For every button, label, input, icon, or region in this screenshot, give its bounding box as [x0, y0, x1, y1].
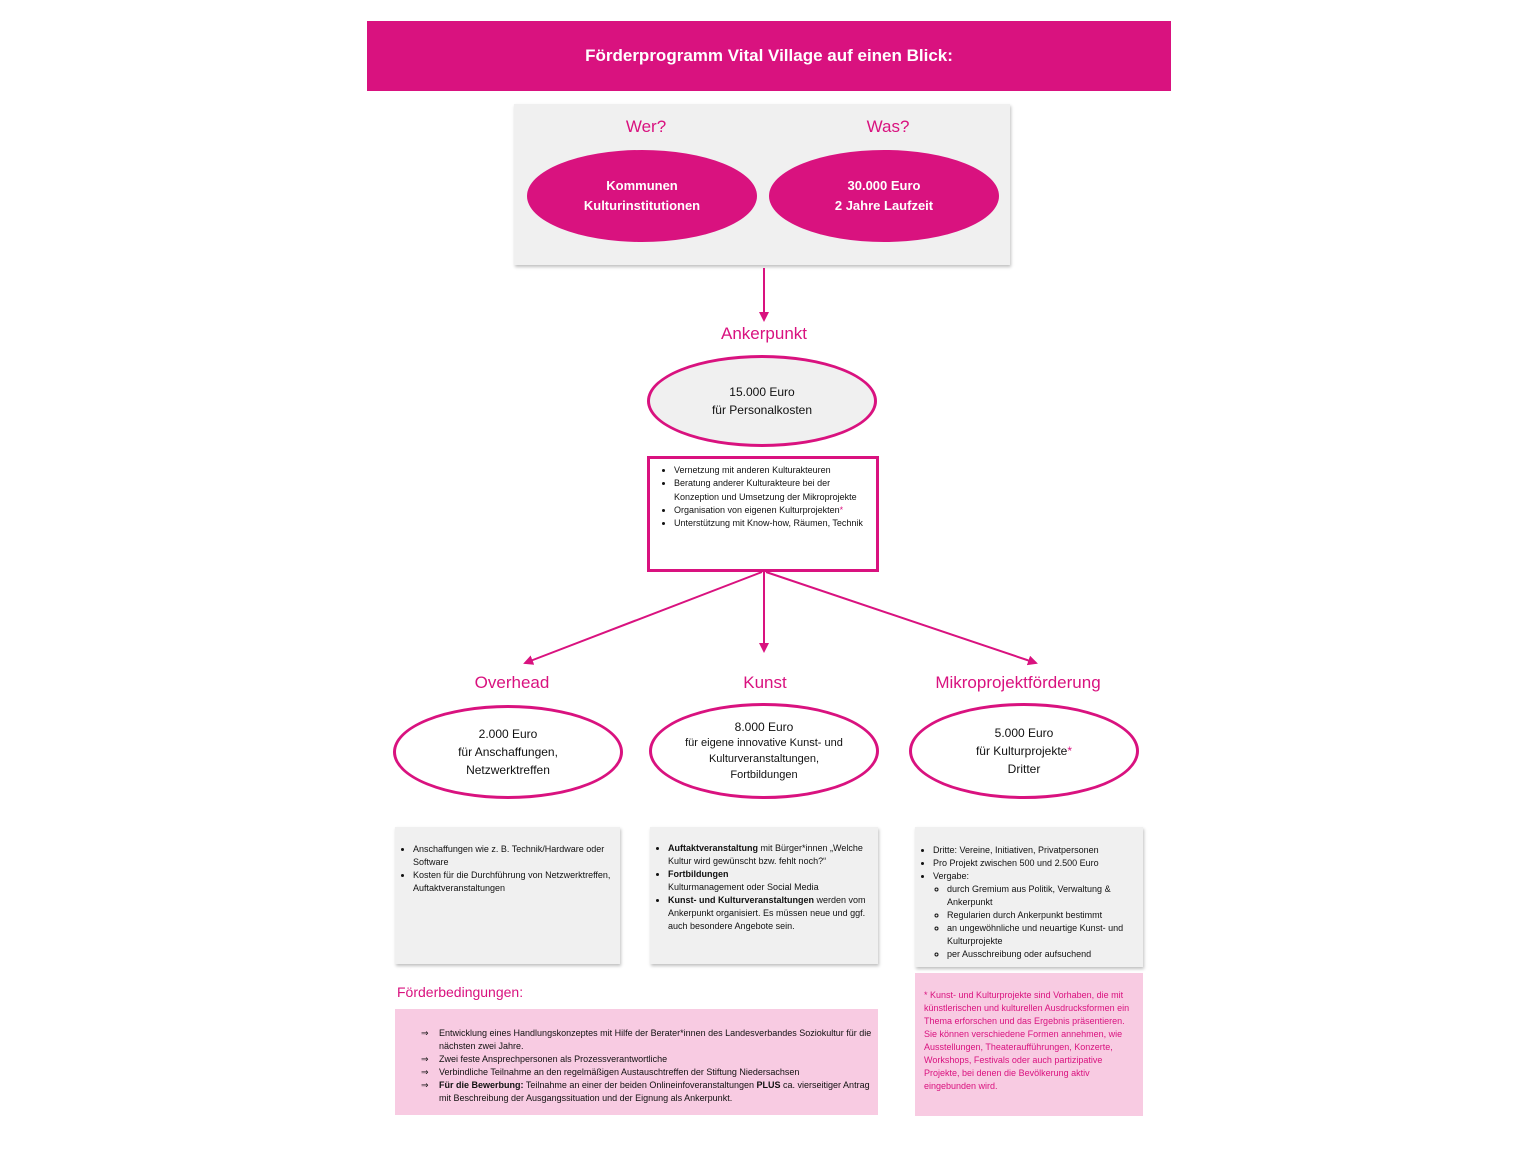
- kunst-detail-list: Auftaktveranstaltung mit Bürger*innen „W…: [650, 842, 870, 933]
- kunst-heading: Kunst: [743, 673, 787, 692]
- detail-item: Dritte: Vereine, Initiativen, Privatpers…: [933, 844, 1135, 857]
- conditions-heading: Förderbedingungen:: [397, 984, 524, 1000]
- mikro-detail-list: Dritte: Vereine, Initiativen, Privatpers…: [915, 844, 1135, 961]
- kunst-line-1: 8.000 Euro: [734, 720, 794, 734]
- mikro-details-card: Dritte: Vereine, Initiativen, Privatpers…: [915, 827, 1143, 967]
- footnote-star: *: [1067, 744, 1073, 758]
- overhead-details-card: Anschaffungen wie z. B. Technik/Hardware…: [395, 827, 620, 964]
- detail-item: Vergabe: durch Gremium aus Politik, Verw…: [933, 870, 1135, 961]
- task-item: Organisation von eigenen Kulturprojekten…: [674, 504, 870, 517]
- wer-line-2: Kulturinstitutionen: [583, 198, 701, 213]
- condition-item: ⇒Verbindliche Teilnahme an den regelmäßi…: [421, 1067, 800, 1077]
- sub-item: an ungewöhnliche und neuartige Kunst- un…: [947, 922, 1135, 948]
- ankerpunkt-heading: Ankerpunkt: [721, 324, 807, 343]
- kunst-line-2: für eigene innovative Kunst- und: [685, 737, 843, 749]
- ankerpunkt-tasks-box: Vernetzung mit anderen Kulturakteuren Be…: [647, 456, 879, 572]
- sub-item: durch Gremium aus Politik, Verwaltung & …: [947, 883, 1135, 909]
- was-line-2: 2 Jahre Laufzeit: [834, 198, 934, 213]
- ankerpunkt-line-1: 15.000 Euro: [729, 385, 795, 399]
- ankerpunkt-ellipse: 15.000 Euro für Personalkosten: [647, 355, 877, 447]
- detail-item: Kunst- und Kulturveranstaltungen werden …: [668, 894, 870, 933]
- was-line-1: 30.000 Euro: [847, 178, 921, 193]
- overhead-ellipse: 2.000 Euro für Anschaffungen, Netzwerktr…: [393, 705, 623, 799]
- was-ellipse: 30.000 Euro 2 Jahre Laufzeit: [769, 150, 999, 242]
- detail-item: Anschaffungen wie z. B. Technik/Hardware…: [413, 843, 612, 869]
- vergabe-sublist: durch Gremium aus Politik, Verwaltung & …: [933, 883, 1135, 961]
- header-banner: Förderprogramm Vital Village auf einen B…: [367, 21, 1171, 91]
- arrow-right-icon: ⇒: [421, 1054, 429, 1064]
- detail-item: Pro Projekt zwischen 500 und 2.500 Euro: [933, 857, 1135, 870]
- overhead-heading: Overhead: [474, 673, 550, 692]
- detail-item: Auftaktveranstaltung mit Bürger*innen „W…: [668, 842, 870, 868]
- footnote-star: *: [839, 504, 844, 515]
- arrow-to-overhead: [523, 571, 763, 665]
- mikro-line-2: für Kulturprojekte*: [975, 744, 1073, 758]
- arrow-to-mikro: [765, 571, 1038, 666]
- wer-ellipse: Kommunen Kulturinstitutionen: [527, 150, 757, 242]
- condition-item: ⇒Für die Bewerbung: Teilnahme an einer d…: [421, 1080, 870, 1103]
- footnote-text: * Kunst- und Kulturprojekte sind Vorhabe…: [924, 990, 1130, 1091]
- sub-item: per Ausschreibung oder aufsuchend: [947, 948, 1135, 961]
- kunst-ellipse: 8.000 Euro für eigene innovative Kunst- …: [649, 703, 879, 799]
- overhead-line-2: für Anschaffungen,: [458, 745, 558, 759]
- detail-item: Kosten für die Durchführung von Netzwerk…: [413, 869, 612, 895]
- mikro-ellipse: 5.000 Euro für Kulturprojekte* Dritter: [909, 703, 1139, 799]
- condition-item: ⇒Entwicklung eines Handlungskonzeptes mi…: [421, 1028, 872, 1051]
- task-item: Beratung anderer Kulturakteure bei der K…: [674, 477, 870, 504]
- arrow-right-icon: ⇒: [421, 1067, 429, 1077]
- conditions-list: ⇒Entwicklung eines Handlungskonzeptes mi…: [395, 1009, 878, 1105]
- kunst-line-3: Kulturveranstaltungen,: [708, 753, 820, 765]
- wer-line-1: Kommunen: [606, 178, 678, 193]
- sub-item: Regularien durch Ankerpunkt bestimmt: [947, 909, 1135, 922]
- arrow-right-icon: ⇒: [421, 1080, 429, 1090]
- conditions-box: ⇒Entwicklung eines Handlungskonzeptes mi…: [395, 1009, 878, 1115]
- kunst-line-4: Fortbildungen: [730, 769, 798, 781]
- overhead-line-1: 2.000 Euro: [478, 727, 538, 741]
- ankerpunkt-line-2: für Personalkosten: [711, 403, 813, 417]
- wer-heading: Wer?: [625, 117, 667, 136]
- mikro-line-1: 5.000 Euro: [994, 726, 1054, 740]
- task-item: Unterstützung mit Know-how, Räumen, Tech…: [674, 517, 870, 530]
- ankerpunkt-task-list: Vernetzung mit anderen Kulturakteuren Be…: [656, 464, 870, 530]
- page-title: Förderprogramm Vital Village auf einen B…: [585, 46, 953, 65]
- task-item: Vernetzung mit anderen Kulturakteuren: [674, 464, 870, 477]
- mikro-line-3: Dritter: [1007, 762, 1041, 776]
- kunst-details-card: Auftaktveranstaltung mit Bürger*innen „W…: [650, 827, 878, 964]
- condition-item: ⇒Zwei feste Ansprechpersonen als Prozess…: [421, 1054, 668, 1064]
- overhead-line-3: Netzwerktreffen: [466, 763, 550, 777]
- arrow-right-icon: ⇒: [421, 1028, 429, 1038]
- footnote-box: * Kunst- und Kulturprojekte sind Vorhabe…: [915, 973, 1143, 1116]
- overhead-detail-list: Anschaffungen wie z. B. Technik/Hardware…: [395, 843, 612, 895]
- was-heading: Was?: [866, 117, 910, 136]
- mikro-heading: Mikroprojektförderung: [935, 673, 1101, 692]
